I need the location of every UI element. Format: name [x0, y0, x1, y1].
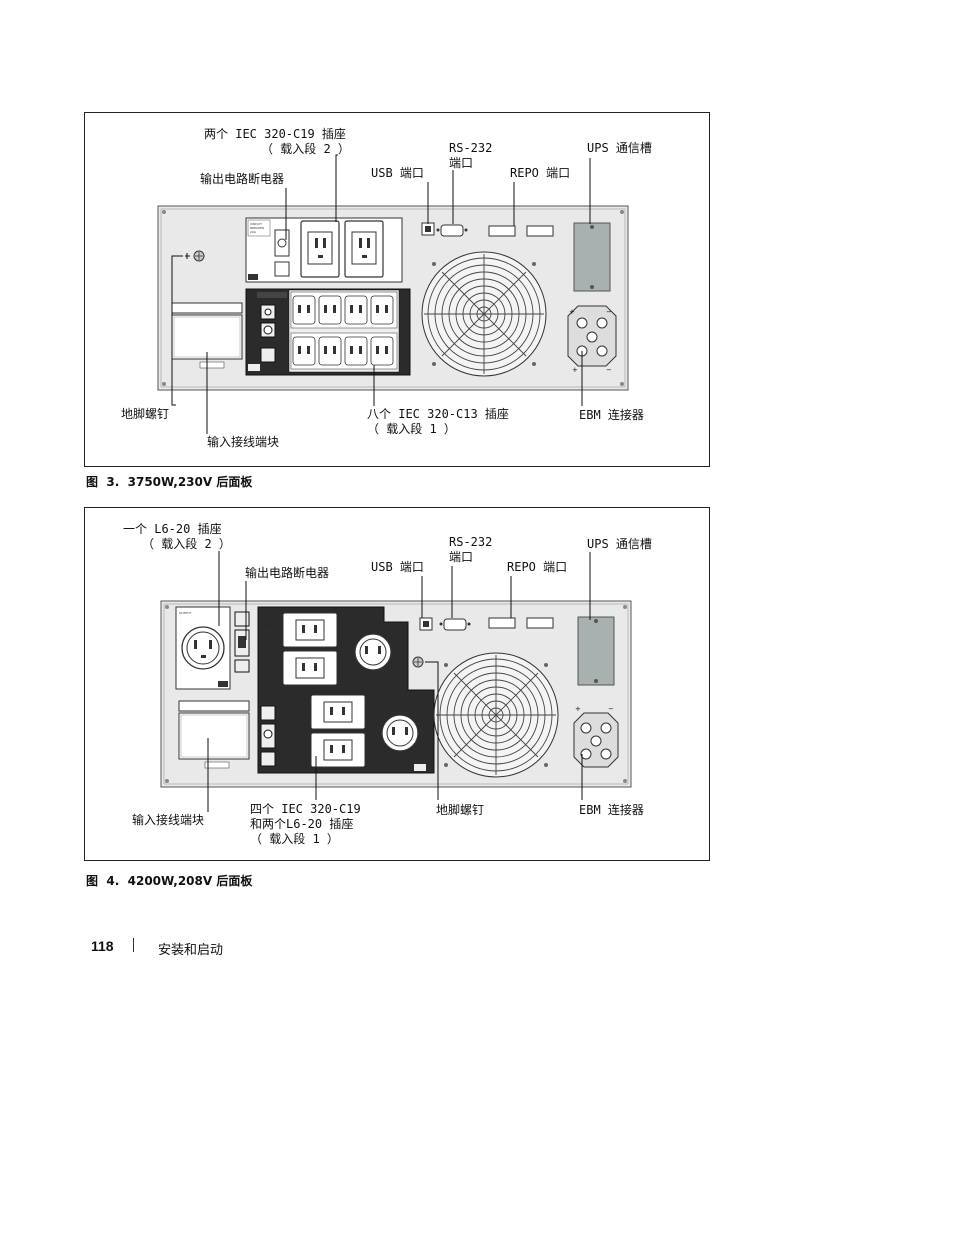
svg-text:+: + [569, 308, 575, 316]
figure-3-caption: 图 3. 3750W,230V 后面板 [86, 475, 253, 489]
label-four-c19: 四个 IEC 320-C19 [250, 802, 361, 816]
label-ground-screw: 地脚螺钉 [121, 407, 170, 421]
svg-text:BREAKER: BREAKER [250, 226, 264, 230]
label-two-l620: 和两个L6-20 插座 [250, 817, 354, 831]
svg-text:CIRCUIT: CIRCUIT [250, 222, 262, 226]
label-usb-port: USB 端口 [371, 560, 424, 574]
label-input-terminal: 输入接线端块 [207, 435, 280, 449]
label-ebm-connector: EBM 连接器 [579, 803, 644, 817]
figure-4-caption: 图 4. 4200W,208V 后面板 [86, 874, 253, 888]
svg-text:+: + [572, 366, 578, 374]
svg-text:20A: 20A [250, 230, 257, 234]
label-output-breaker: 输出电路断电器 [200, 172, 285, 186]
label-repo-port: REPO 端口 [510, 166, 571, 180]
label-ebm-connector: EBM 连接器 [579, 408, 644, 422]
page-number: 118 [91, 938, 114, 954]
svg-text:+: + [575, 705, 581, 713]
svg-text:−: − [608, 705, 614, 713]
label-one-l620-receptacle: 一个 L6-20 插座 [123, 522, 222, 536]
label-load-segment-1: （ 载入段 1 ） [367, 422, 456, 436]
label-usb-port: USB 端口 [371, 166, 424, 180]
svg-text:−: − [606, 308, 612, 316]
label-repo-port: REPO 端口 [507, 560, 568, 574]
label-eight-c13-receptacles: 八个 IEC 320-C13 插座 [367, 407, 509, 421]
svg-text:OUTPUT: OUTPUT [179, 611, 191, 615]
label-ground-screw: 地脚螺钉 [436, 803, 485, 817]
label-rs232: RS-232 [449, 141, 493, 155]
label-ups-slot: UPS 通信槽 [587, 537, 652, 551]
label-ups-slot: UPS 通信槽 [587, 141, 652, 155]
label-two-c19-receptacles: 两个 IEC 320-C19 插座 [204, 127, 346, 141]
label-rs232-port: 端口 [449, 550, 474, 564]
footer-separator [133, 938, 134, 952]
svg-text:−: − [606, 366, 612, 374]
label-load-segment-2: （ 载入段 2 ） [261, 142, 350, 156]
label-input-terminal: 输入接线端块 [132, 813, 205, 827]
footer-section-title: 安装和启动 [158, 943, 224, 958]
label-load-segment-2: （ 载入段 2 ） [142, 537, 231, 551]
svg-text:CIRCUIT: CIRCUIT [261, 629, 273, 633]
label-output-breaker: 输出电路断电器 [245, 566, 330, 580]
label-rs232: RS-232 [449, 535, 493, 549]
label-load-segment-1: （ 载入段 1 ） [250, 832, 339, 846]
label-rs232-port: 端口 [449, 156, 474, 170]
